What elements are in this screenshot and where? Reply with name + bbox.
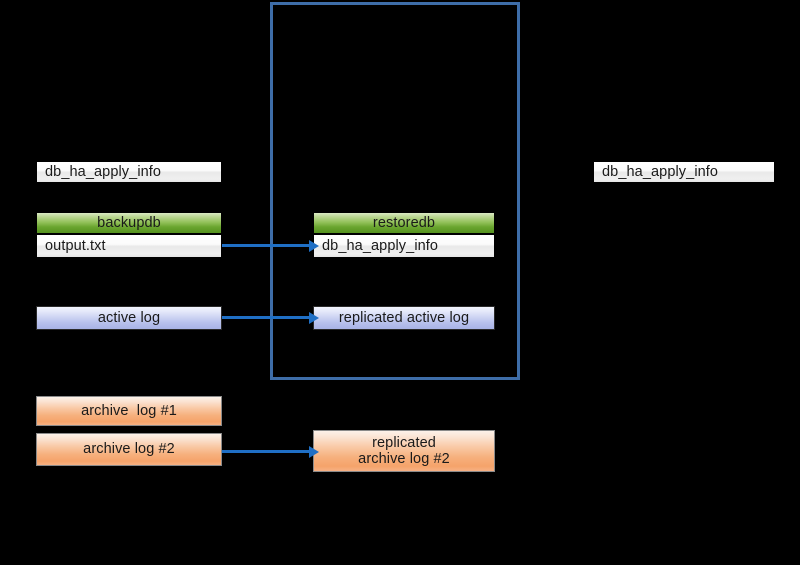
primary-db-ha-apply-info: db_ha_apply_info: [36, 161, 222, 183]
arrow-head-icon: [309, 311, 319, 324]
arrow-active-log-to-replica: [222, 311, 319, 324]
primary-archive-log-2: archive log #2: [36, 433, 222, 466]
primary-archive-log-1: archive log #1: [36, 396, 222, 426]
arrow-output-to-restoredb: [222, 239, 319, 252]
standby-db-ha-apply-info: db_ha_apply_info: [593, 161, 775, 183]
restoredb-db-ha-apply-info: db_ha_apply_info: [313, 234, 495, 258]
replicated-archive-log-2: replicated archive log #2: [313, 430, 495, 472]
replication-boundary-rect: [270, 2, 520, 380]
replicated-active-log: replicated active log: [313, 306, 495, 330]
arrow-head-icon: [309, 239, 319, 252]
arrow-head-icon: [309, 445, 319, 458]
restoredb-header: restoredb: [313, 212, 495, 234]
arrow-archive2-to-replica: [222, 445, 319, 458]
backupdb-output-file: output.txt: [36, 234, 222, 258]
backupdb-header: backupdb: [36, 212, 222, 234]
primary-active-log: active log: [36, 306, 222, 330]
